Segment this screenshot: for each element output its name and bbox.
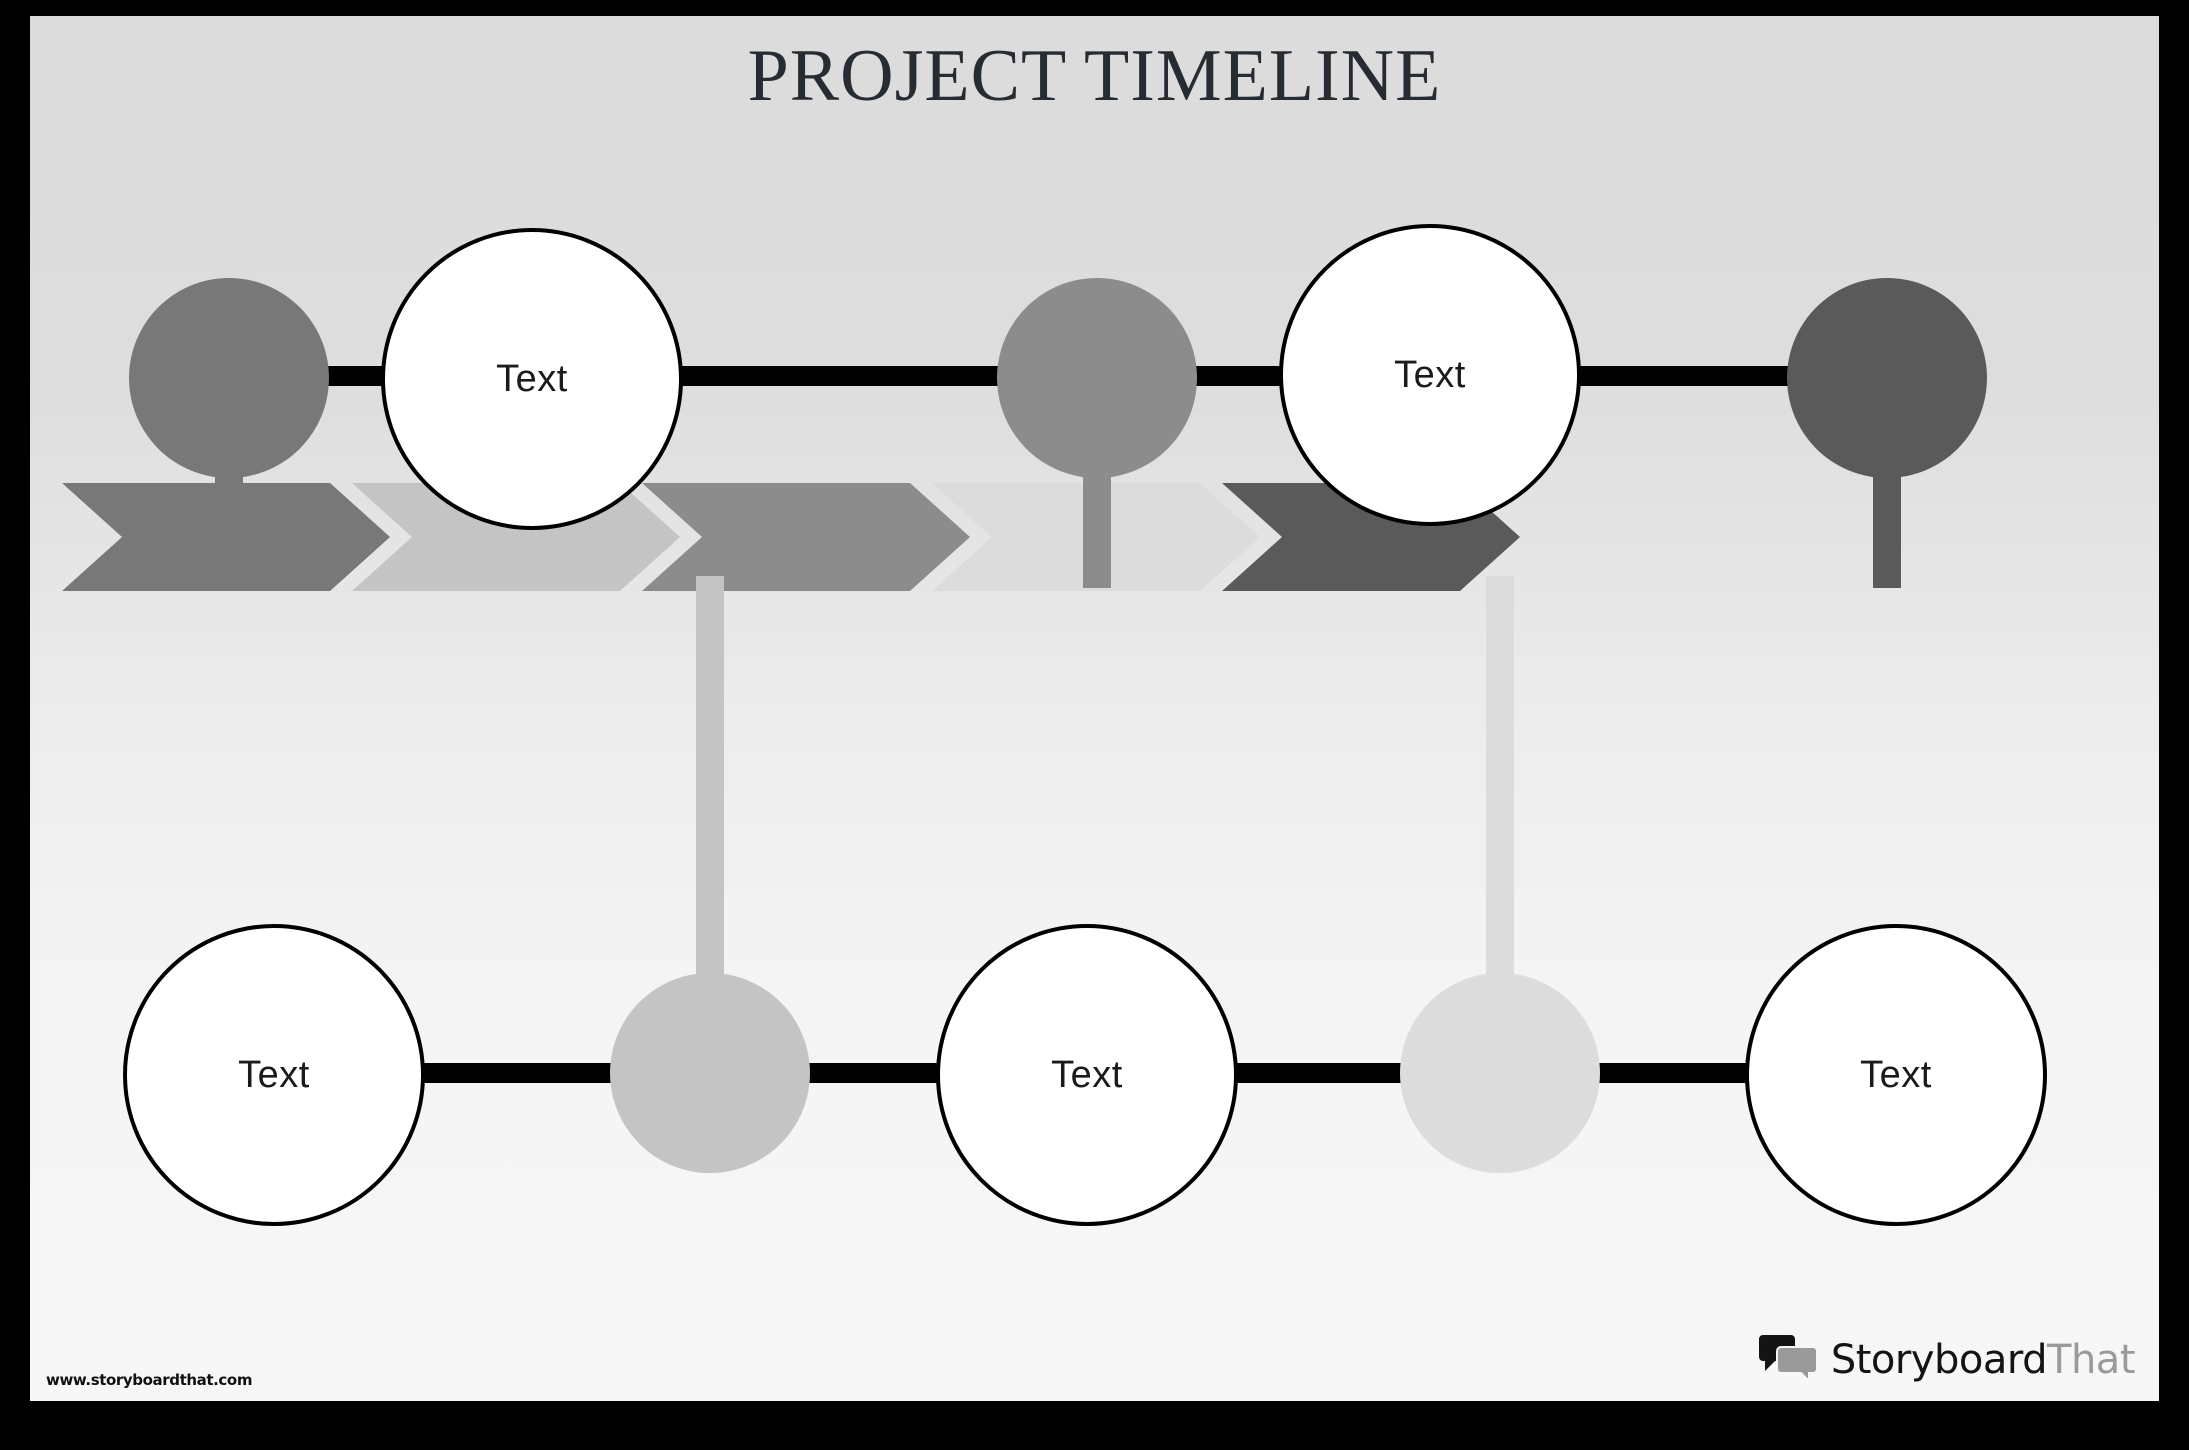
brand-primary: Storyboard: [1830, 1337, 2048, 1383]
milestone-7[interactable]: [610, 973, 810, 1173]
brand-logo[interactable]: StoryboardThat: [1757, 1335, 2135, 1385]
milestone-9[interactable]: [1400, 973, 1600, 1173]
stem-milestone-9: [1486, 576, 1514, 976]
phase-3-chevron[interactable]: [642, 483, 970, 591]
milestone-3[interactable]: [997, 278, 1197, 478]
milestone-10-label: Text: [1860, 1053, 1932, 1096]
page-title: PROJECT TIMELINE: [747, 35, 1442, 117]
milestone-3-label: [997, 278, 1197, 478]
poster-canvas: PROJECT TIMELINE Text: [30, 16, 2159, 1401]
milestone-8-label: Text: [1051, 1053, 1123, 1096]
milestone-6[interactable]: Text: [123, 924, 425, 1226]
milestone-10[interactable]: Text: [1745, 924, 2047, 1226]
milestone-1[interactable]: [129, 278, 329, 478]
milestone-2[interactable]: Text: [381, 228, 683, 530]
milestone-2-label: Text: [496, 357, 568, 400]
milestone-5-label: [1787, 278, 1987, 478]
milestone-4-label: Text: [1394, 353, 1466, 396]
site-url[interactable]: www.storyboardthat.com: [46, 1371, 253, 1389]
brand-wordmark: StoryboardThat: [1830, 1337, 2136, 1383]
milestone-4[interactable]: Text: [1279, 224, 1581, 526]
milestone-5[interactable]: [1787, 278, 1987, 478]
speech-bubbles-icon: [1758, 1335, 1818, 1384]
milestone-9-label: [1400, 973, 1600, 1173]
milestone-8[interactable]: Text: [936, 924, 1238, 1226]
milestone-7-label: [610, 973, 810, 1173]
milestone-1-label: [129, 278, 329, 478]
milestone-6-label: Text: [238, 1053, 310, 1096]
stem-milestone-7: [696, 576, 724, 976]
brand-secondary: That: [2047, 1337, 2135, 1383]
